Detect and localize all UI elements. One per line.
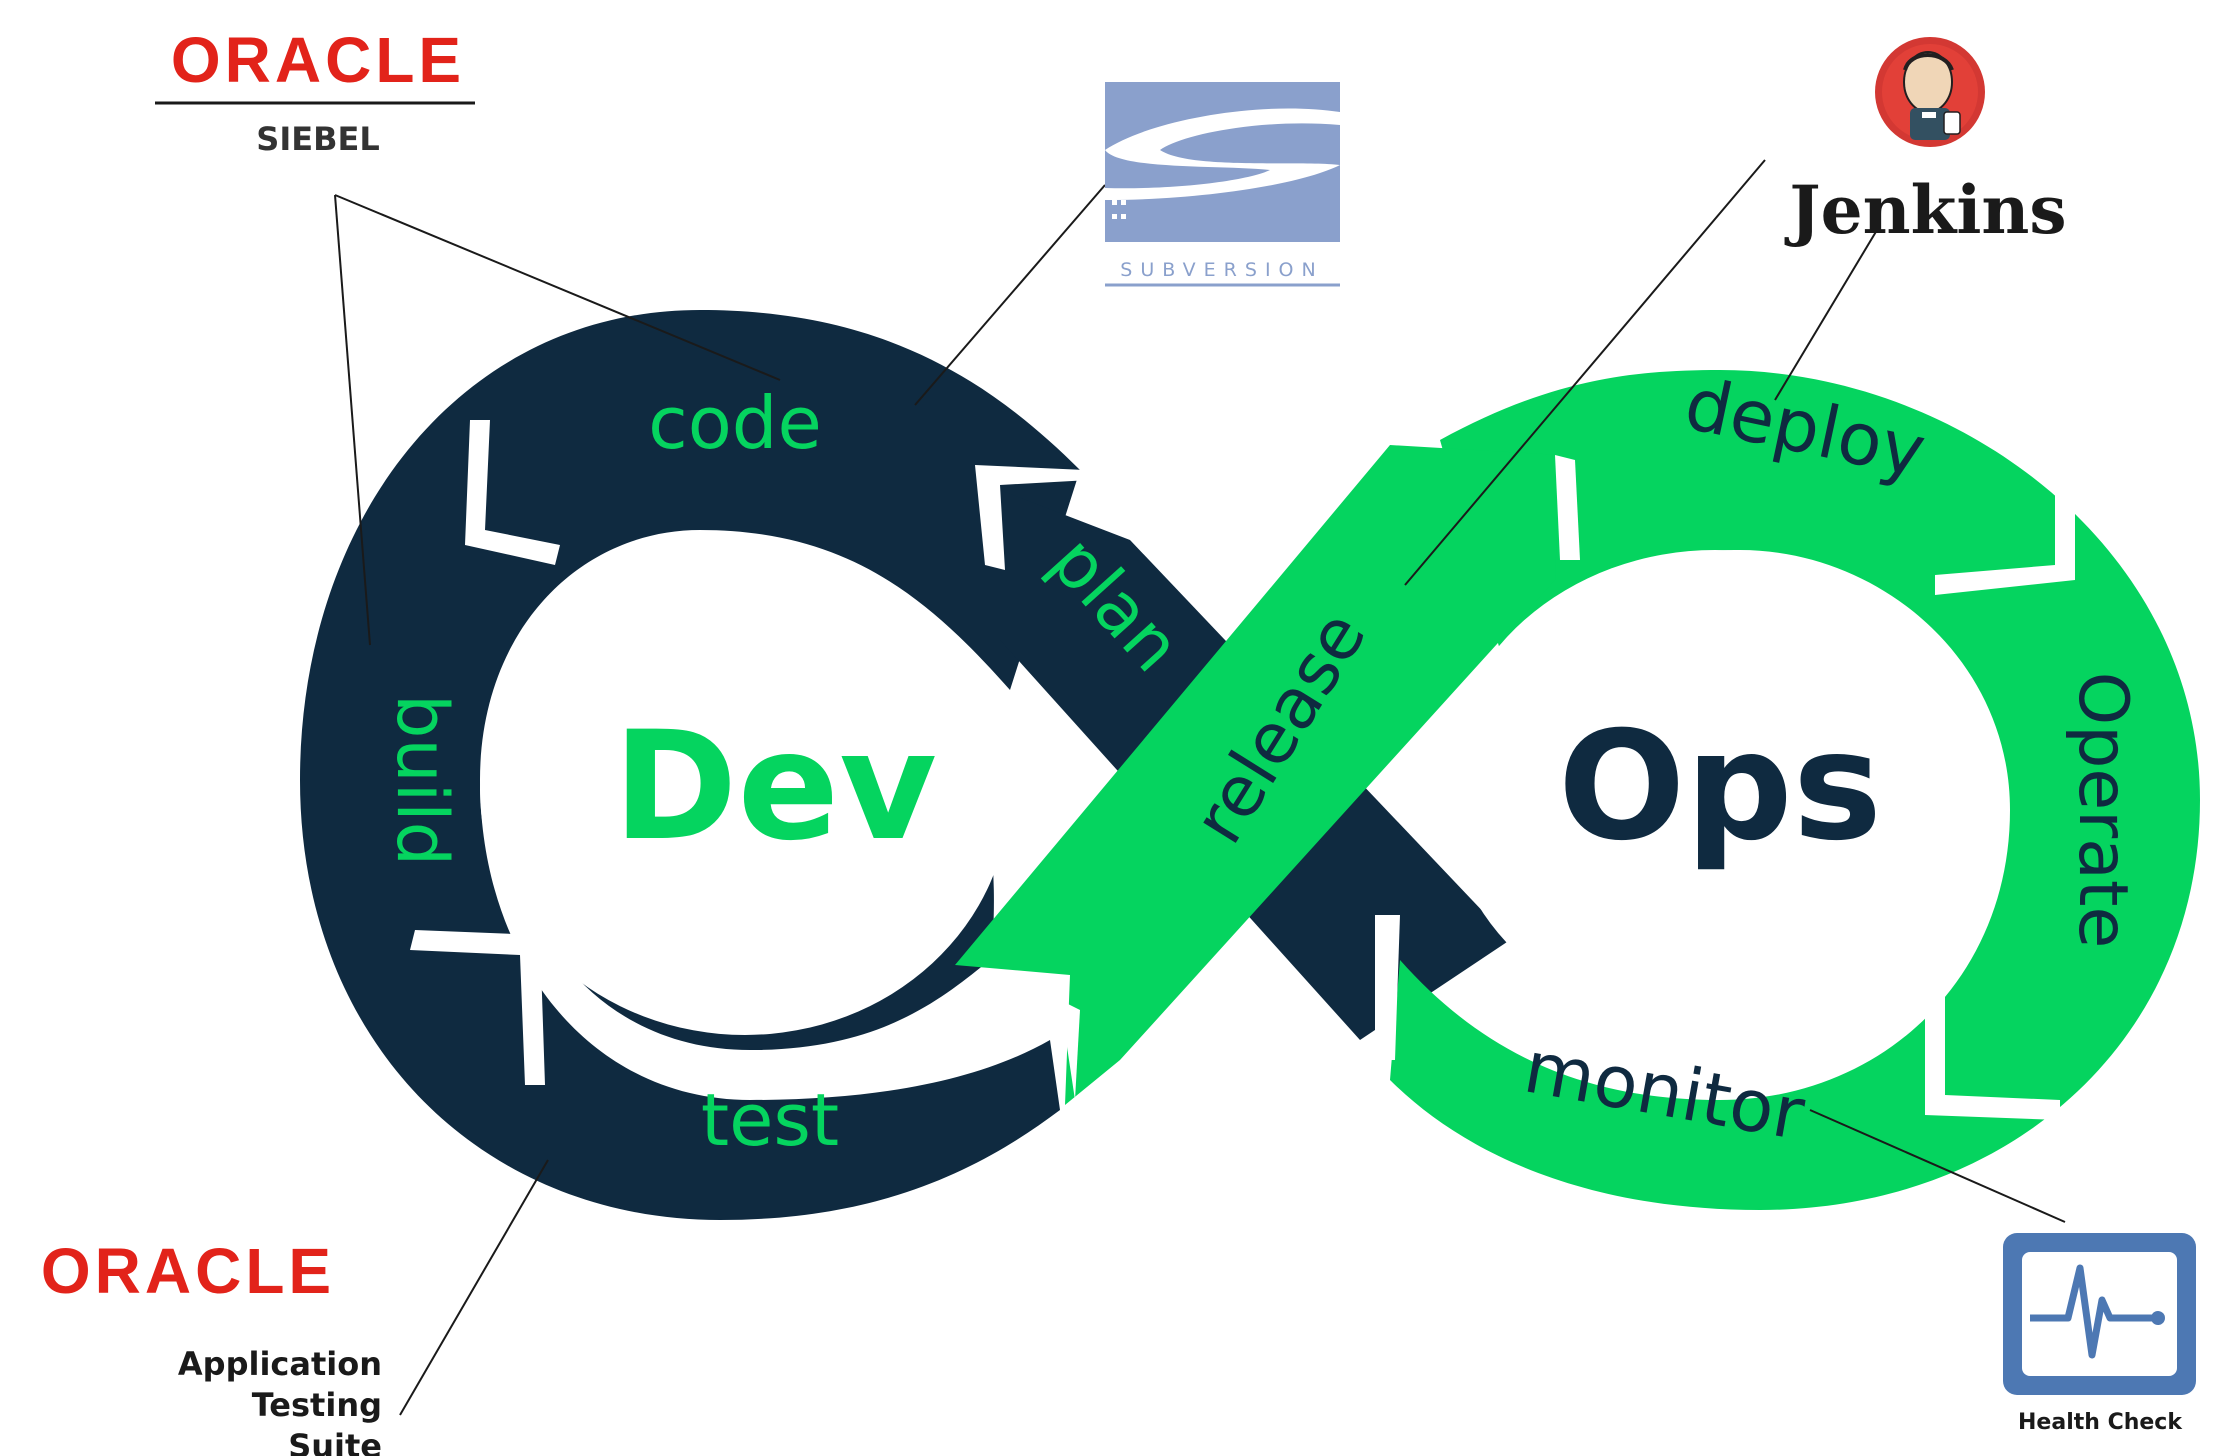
health-check-logo: Health Check bbox=[2003, 1233, 2196, 1435]
oracle-ats-line2: Testing bbox=[252, 1386, 382, 1424]
subversion-label-band bbox=[1105, 252, 1340, 284]
subversion-name: SUBVERSION bbox=[1120, 259, 1323, 281]
ops-label: Ops bbox=[1558, 700, 1882, 874]
oracle-siebel-logo: ORACLE SIEBEL bbox=[155, 24, 475, 158]
jenkins-butler-icon bbox=[1875, 37, 1985, 147]
oracle-ats-brand: ORACLE bbox=[41, 1235, 335, 1307]
jenkins-logo: Jenkins bbox=[1784, 37, 2067, 249]
oracle-ats-line3: Suite bbox=[288, 1427, 382, 1456]
subversion-to-code-line bbox=[914, 184, 1106, 406]
subversion-s-swoosh-icon bbox=[1105, 108, 1340, 200]
health-check-name: Health Check bbox=[2018, 1410, 2183, 1435]
release-band bbox=[955, 445, 1560, 1105]
jenkins-to-release-line bbox=[1404, 159, 1766, 586]
ops-loop-hole bbox=[1445, 550, 1985, 1030]
subversion-dot-icon bbox=[1121, 200, 1126, 205]
stage-build-label: build bbox=[381, 694, 463, 866]
siebel-to-build-line bbox=[334, 194, 371, 646]
jenkins-to-deploy-line bbox=[1774, 224, 1881, 401]
oracle-siebel-brand: ORACLE bbox=[171, 24, 465, 96]
infinity-loop: Dev Ops code plan build test release dep… bbox=[300, 310, 2200, 1220]
oracle-siebel-product: SIEBEL bbox=[256, 120, 379, 158]
connector-lines bbox=[334, 159, 2066, 1416]
dev-segment-separators bbox=[410, 420, 1090, 1100]
oracle-ats-line1: Application bbox=[178, 1345, 382, 1383]
subversion-dot-icon bbox=[1112, 200, 1117, 205]
health-to-monitor-line bbox=[1809, 1109, 2066, 1223]
subversion-dot-icon bbox=[1112, 214, 1117, 219]
stage-operate-label: Operate bbox=[2063, 672, 2142, 949]
dev-loop-hole bbox=[480, 545, 1010, 1035]
jenkins-name: Jenkins bbox=[1784, 171, 2066, 249]
subversion-logo: SUBVERSION bbox=[1105, 82, 1340, 287]
heartbeat-end-dot bbox=[2151, 1311, 2165, 1325]
dev-label: Dev bbox=[613, 700, 937, 874]
subversion-dot-icon bbox=[1121, 214, 1126, 219]
ops-segment-separators bbox=[1375, 440, 2075, 1120]
siebel-to-code-line bbox=[334, 194, 781, 381]
heartbeat-icon bbox=[2030, 1264, 2155, 1359]
ats-to-test-line bbox=[399, 1159, 549, 1416]
oracle-ats-logo: ORACLE Application Testing Suite bbox=[41, 1235, 382, 1456]
stage-test-label: test bbox=[701, 1078, 839, 1162]
stage-code-label: code bbox=[648, 381, 822, 465]
